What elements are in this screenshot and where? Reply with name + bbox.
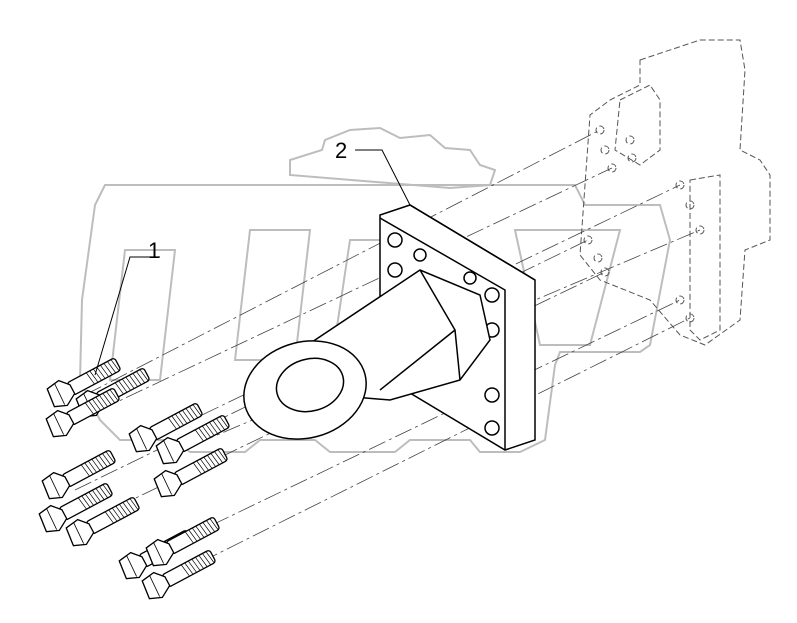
bolt [145, 517, 220, 567]
callout-leaders [94, 149, 411, 376]
bolt [141, 550, 216, 600]
bolt [45, 388, 120, 438]
opex-watermark [78, 126, 672, 453]
bolt [46, 358, 121, 408]
callout-1-leader [94, 256, 160, 376]
callout-2-leader [355, 149, 411, 206]
bolt [65, 497, 140, 547]
tow-eye [243, 204, 536, 451]
callout-1-label: 1 [148, 238, 161, 263]
callout-2-label: 2 [335, 138, 348, 163]
bolt-set [38, 358, 230, 600]
bolt [41, 450, 116, 500]
bolt [153, 448, 228, 498]
bolt [38, 483, 113, 533]
mounting-bracket-phantom [579, 39, 771, 346]
bolt [155, 415, 230, 465]
bolt [128, 403, 203, 453]
